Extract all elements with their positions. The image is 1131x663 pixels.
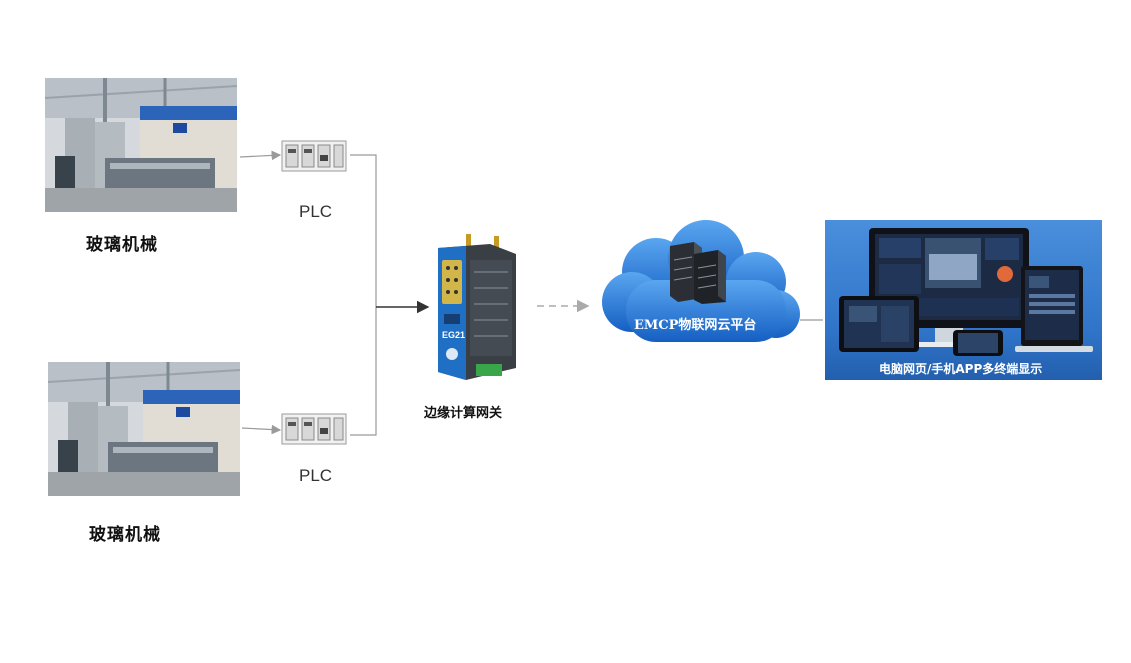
glass-machine-illustration [48, 362, 240, 496]
glass-machine-photo-1 [45, 78, 237, 212]
gateway-model-label: EG21 [442, 330, 466, 340]
display-caption: 电脑网页/手机APP多终端显示 [879, 362, 1043, 376]
machine1-to-plc1-arrow [239, 150, 282, 161]
machine-label-1: 玻璃机械 [86, 235, 158, 255]
plc-label-2: PLC [299, 466, 333, 485]
plc-label-1: PLC [299, 202, 333, 221]
cloud-platform-label: EMCP物联网云平台 [634, 318, 757, 333]
glass-machine-illustration [45, 78, 237, 212]
devices-illustration [839, 228, 1093, 356]
gateway-label: 边缘计算网关 [424, 406, 503, 421]
plc1-to-bus-line [350, 154, 377, 436]
plc-device-1 [280, 135, 348, 175]
server-rack-icon [670, 242, 726, 304]
multi-terminal-display-panel: 电脑网页/手机APP多终端显示 [825, 220, 1102, 380]
plc-device-2 [280, 408, 348, 448]
glass-machine-photo-2 [48, 362, 240, 496]
plc-module-icon [281, 140, 347, 172]
plc-module-icon [281, 413, 347, 445]
machine-label-2: 玻璃机械 [89, 525, 161, 545]
emcp-cloud: EMCP物联网云平台 [596, 218, 802, 352]
edge-gateway-device: EG21 [432, 232, 522, 386]
gateway-illustration [438, 234, 516, 380]
machine2-to-plc2-arrow [241, 424, 282, 435]
